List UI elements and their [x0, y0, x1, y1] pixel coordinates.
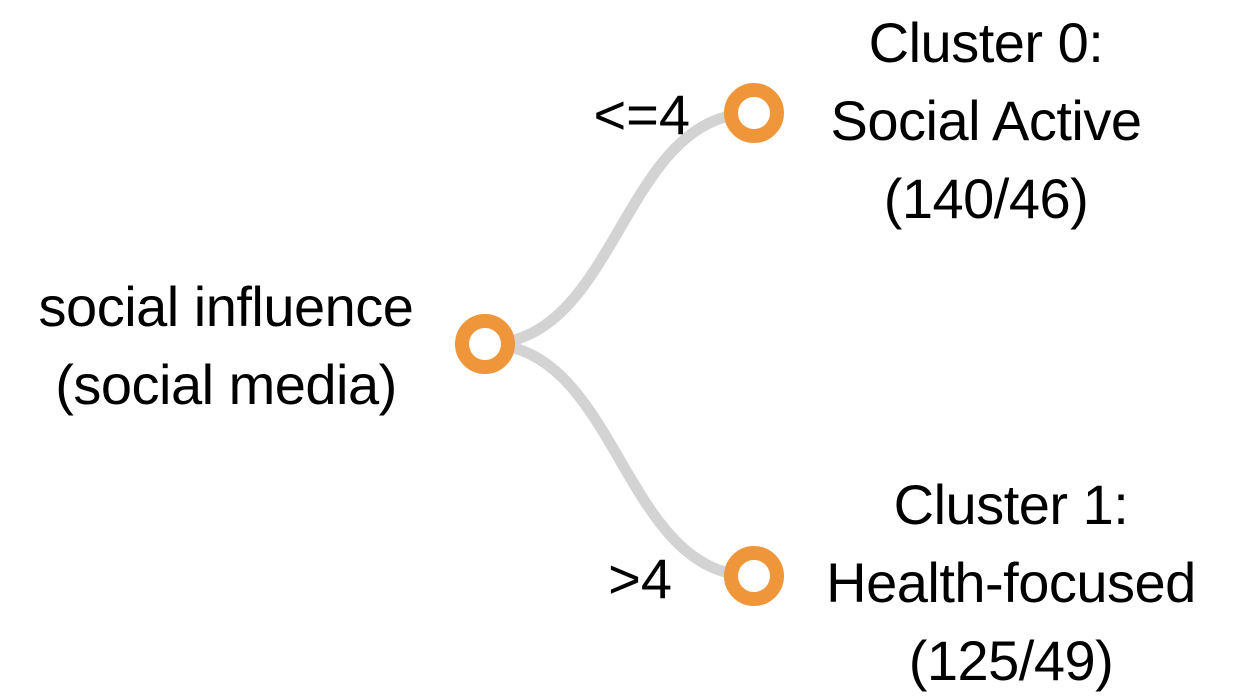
root-label-line1: social influence: [38, 275, 414, 338]
edge-label-cluster-1: >4: [608, 547, 672, 610]
cluster-1-counts: (125/49): [908, 629, 1114, 692]
cluster-0-name: Social Active: [830, 89, 1143, 152]
edge-label-cluster-0: <=4: [593, 83, 690, 146]
cluster-1-node[interactable]: [724, 546, 784, 606]
cluster-0-counts: (140/46): [883, 167, 1089, 230]
root-node[interactable]: [455, 314, 515, 374]
cluster-0-node[interactable]: [724, 83, 784, 143]
root-label: social influence (social media): [0, 268, 452, 424]
link-to-cluster-1: [479, 338, 760, 582]
cluster-0-label: Cluster 0: Social Active (140/46): [790, 4, 1182, 238]
cluster-0-title: Cluster 0:: [868, 11, 1104, 74]
root-label-line2: (social media): [55, 353, 397, 416]
cluster-1-title: Cluster 1:: [893, 473, 1129, 536]
link-to-cluster-0: [479, 107, 760, 350]
cluster-1-label: Cluster 1: Health-focused (125/49): [790, 466, 1232, 700]
cluster-1-name: Health-focused: [826, 551, 1196, 614]
